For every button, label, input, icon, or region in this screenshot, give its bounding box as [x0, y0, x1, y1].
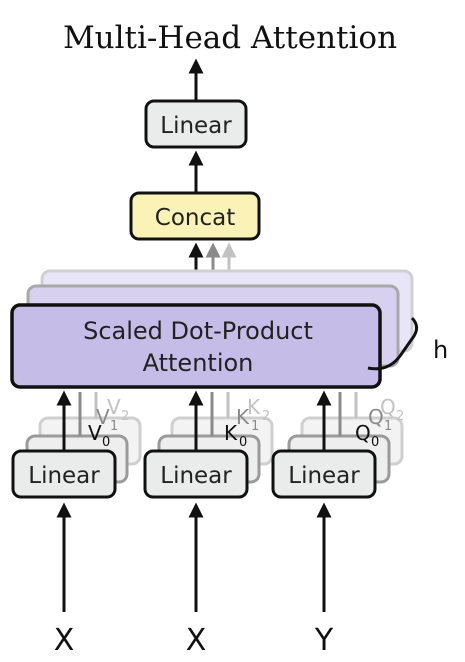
k2-index: 2: [262, 409, 270, 424]
heads-label: h: [433, 336, 448, 364]
projection-v: Linear V 2 V 1 V 0 X: [11, 390, 142, 658]
projection-k: Linear K 2 K 1 K 0 X: [143, 390, 274, 658]
input-y-q: Y: [314, 623, 334, 658]
linear-v-label: Linear: [28, 463, 100, 489]
heads-bracket: [367, 316, 419, 371]
output-linear-label: Linear: [160, 113, 232, 139]
q0-symbol: Q: [355, 421, 371, 445]
k1-symbol: K: [236, 405, 250, 429]
q2-index: 2: [396, 409, 404, 424]
v0-index: 0: [102, 435, 110, 450]
v2-symbol: V: [107, 395, 121, 419]
q1-index: 1: [384, 419, 392, 434]
concat-label: Concat: [155, 205, 235, 231]
attention-label-line1: Scaled Dot-Product: [83, 317, 313, 345]
attention-label-line2: Attention: [143, 349, 254, 377]
diagram-title: Multi-Head Attention: [63, 20, 397, 56]
concat-box: [129, 191, 261, 241]
projection-q: Linear Q 2 Q 1 Q 0 Y: [271, 390, 404, 658]
q0-index: 0: [371, 435, 379, 450]
v0-symbol: V: [88, 421, 102, 445]
v2-index: 2: [121, 409, 129, 424]
linear-v-box: [11, 449, 117, 499]
k0-index: 0: [239, 435, 247, 450]
input-x-k: X: [186, 623, 207, 658]
linear-q-label: Linear: [288, 463, 360, 489]
q2-symbol: Q: [380, 395, 396, 419]
k0-symbol: K: [224, 421, 238, 445]
k1-index: 1: [251, 419, 259, 434]
output-linear-box: [144, 99, 248, 149]
linear-k-label: Linear: [160, 463, 232, 489]
linear-k-box: [143, 449, 249, 499]
attention-box: [10, 303, 382, 389]
k2-symbol: K: [247, 395, 261, 419]
input-x-v: X: [54, 623, 75, 658]
v1-index: 1: [110, 419, 118, 434]
linear-q-box: [271, 449, 377, 499]
v1-symbol: V: [96, 405, 110, 429]
q1-symbol: Q: [368, 405, 384, 429]
